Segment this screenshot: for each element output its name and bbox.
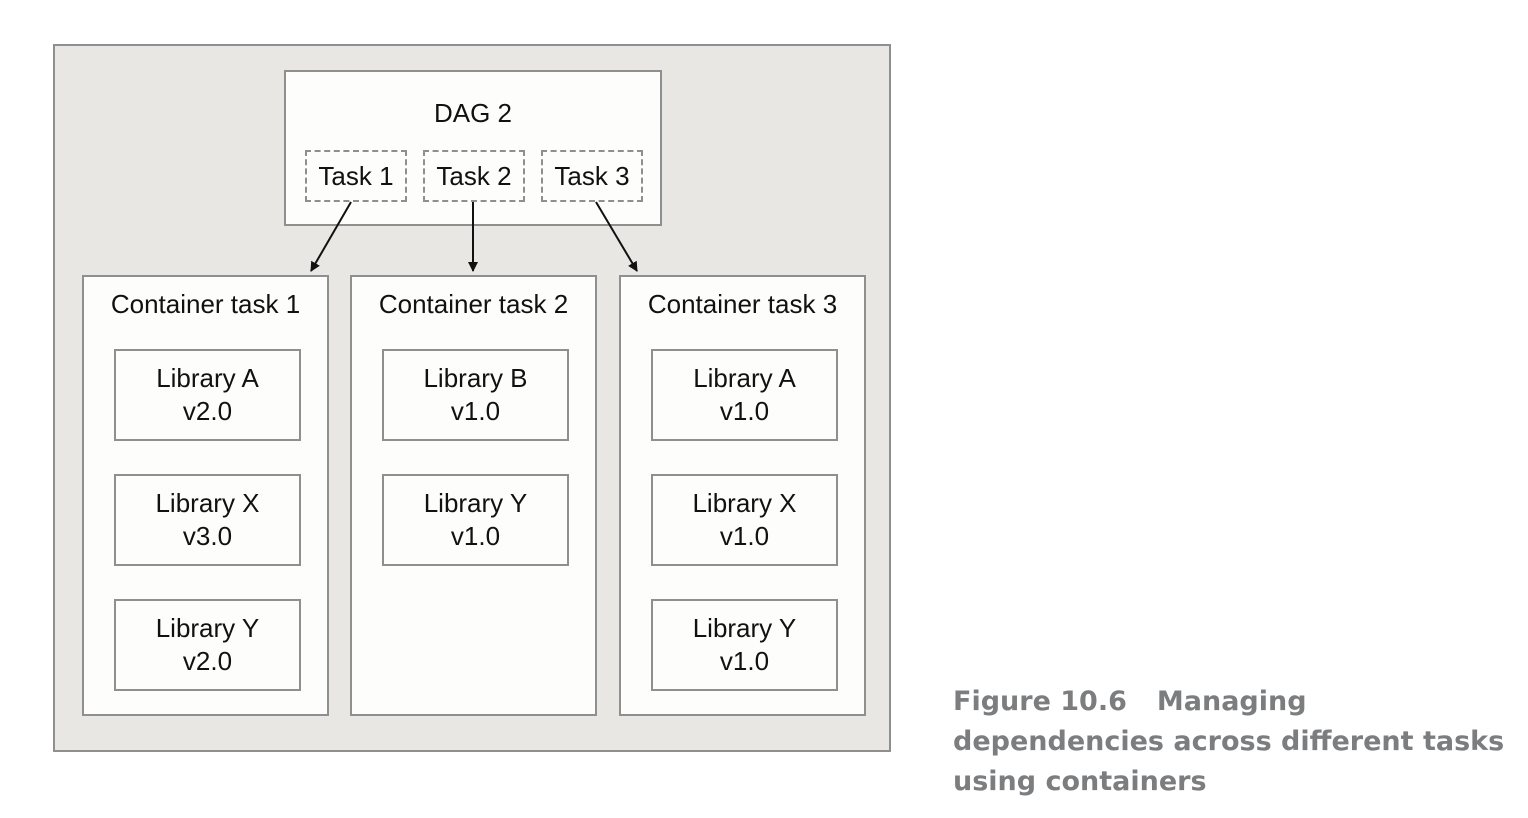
figure-number: Figure 10.6	[953, 686, 1127, 717]
figure-caption-text: Managing dependencies across different t…	[953, 686, 1505, 797]
container-task-2: Container task 2 Library B v1.0 Library …	[350, 275, 597, 716]
library-version: v3.0	[182, 521, 233, 551]
library-name: Library Y	[423, 488, 528, 518]
library-box: Library A v1.0	[651, 349, 838, 441]
library-box: Library X v3.0	[114, 474, 301, 566]
task-3: Task 3	[541, 150, 643, 202]
container-title: Container task 1	[110, 289, 301, 319]
library-version: v1.0	[719, 396, 770, 426]
library-box: Library Y v1.0	[382, 474, 569, 566]
library-version: v1.0	[719, 521, 770, 551]
library-name: Library A	[693, 363, 796, 393]
container-title: Container task 3	[647, 289, 838, 319]
library-name: Library B	[423, 363, 528, 393]
library-version: v1.0	[450, 396, 501, 426]
library-name: Library Y	[692, 613, 797, 643]
library-box: Library B v1.0	[382, 349, 569, 441]
dag-box: DAG 2 Task 1 Task 2 Task 3	[284, 70, 662, 226]
library-box: Library Y v1.0	[651, 599, 838, 691]
library-name: Library X	[155, 488, 260, 518]
task-1: Task 1	[305, 150, 407, 202]
library-version: v2.0	[182, 396, 233, 426]
container-title: Container task 2	[378, 289, 569, 319]
library-name: Library X	[692, 488, 797, 518]
library-version: v1.0	[450, 521, 501, 551]
task-2: Task 2	[423, 150, 525, 202]
library-version: v1.0	[719, 646, 770, 676]
container-task-1: Container task 1 Library A v2.0 Library …	[82, 275, 329, 716]
library-box: Library X v1.0	[651, 474, 838, 566]
library-name: Library A	[156, 363, 259, 393]
library-version: v2.0	[182, 646, 233, 676]
library-name: Library Y	[155, 613, 260, 643]
library-box: Library Y v2.0	[114, 599, 301, 691]
library-box: Library A v2.0	[114, 349, 301, 441]
dag-title: DAG 2	[433, 98, 513, 128]
container-task-3: Container task 3 Library A v1.0 Library …	[619, 275, 866, 716]
